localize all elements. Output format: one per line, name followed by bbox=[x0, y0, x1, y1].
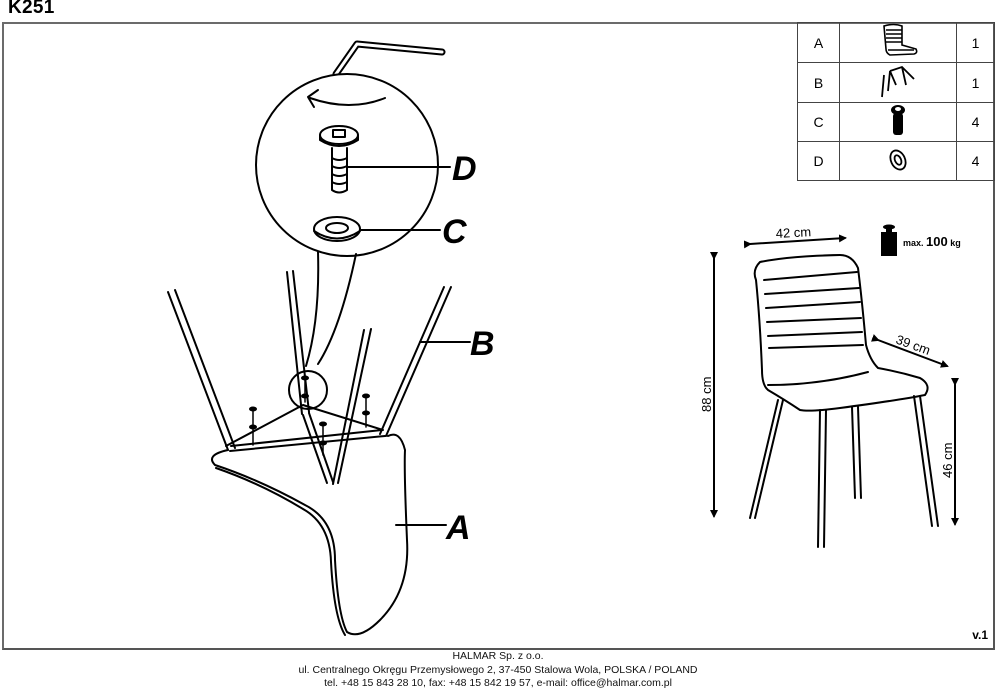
chair-side-view bbox=[749, 254, 939, 548]
footer-address: ul. Centralnego Okręgu Przemysłowego 2, … bbox=[298, 663, 698, 676]
label-d: D bbox=[452, 150, 477, 188]
label-b: B bbox=[470, 325, 495, 363]
max-load-label: max. 100 kg bbox=[903, 234, 961, 249]
label-a: A bbox=[445, 509, 471, 547]
max-load-value: 100 bbox=[926, 234, 948, 249]
max-load-prefix: max. bbox=[903, 238, 924, 248]
table-row: A 1 bbox=[797, 22, 995, 63]
footer-contact: tel. +48 15 843 28 10, fax: +48 15 842 1… bbox=[324, 677, 672, 689]
drawing-frame bbox=[2, 22, 995, 650]
seat-height-label: 46 cm bbox=[940, 443, 955, 478]
chair-legs-icon bbox=[881, 65, 915, 98]
part-quantity: 4 bbox=[956, 141, 995, 181]
table-row: B 1 bbox=[797, 62, 995, 103]
part-quantity: 4 bbox=[956, 102, 995, 142]
height-label: 88 cm bbox=[699, 377, 714, 412]
table-row: D 4 bbox=[797, 141, 995, 181]
allen-key-icon bbox=[332, 40, 446, 78]
label-c: C bbox=[442, 213, 467, 251]
bolt-icon bbox=[891, 104, 905, 135]
part-letter: A bbox=[797, 22, 840, 63]
depth-dimension-arrow bbox=[870, 334, 949, 368]
part-letter: B bbox=[797, 62, 840, 103]
weight-icon bbox=[881, 224, 897, 256]
chair-seat-icon bbox=[883, 23, 918, 56]
washer-icon bbox=[889, 149, 907, 170]
footer-company: HALMAR Sp. z o.o. bbox=[452, 650, 544, 662]
width-label: 42 cm bbox=[775, 224, 811, 241]
rotate-arrow-icon bbox=[307, 89, 386, 108]
bolt-icon bbox=[319, 125, 359, 194]
table-row: C 4 bbox=[797, 102, 995, 142]
chair-seat-shell bbox=[211, 433, 409, 636]
width-dimension-arrow bbox=[743, 234, 847, 249]
max-load-unit: kg bbox=[950, 238, 961, 248]
document-title: K251 bbox=[8, 0, 55, 18]
detail-small-circle bbox=[288, 370, 328, 410]
parts-table: A 1 B 1 C bbox=[797, 22, 995, 181]
version-label: v.1 bbox=[972, 628, 988, 642]
footer: HALMAR Sp. z o.o. ul. Centralnego Okręgu… bbox=[0, 650, 996, 691]
part-quantity: 1 bbox=[956, 22, 995, 63]
chair-legs-frame bbox=[167, 270, 452, 485]
